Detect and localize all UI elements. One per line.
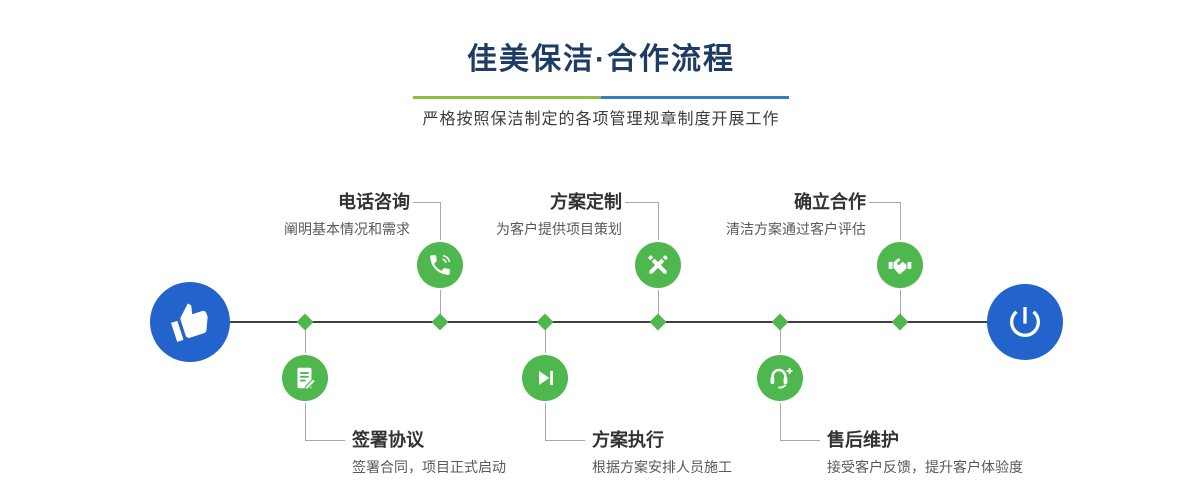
connector-line: [869, 202, 900, 203]
step-title: 售后维护: [827, 430, 899, 450]
connector-line: [413, 202, 440, 203]
step-label-contract: 签署协议 签署合同，项目正式启动: [352, 429, 506, 477]
step-node-phone: [417, 242, 463, 288]
step-node-execute: [522, 355, 568, 401]
connector-line: [305, 440, 345, 441]
step-title: 电话咨询: [338, 192, 410, 212]
step-label-handshake: 确立合作 清洁方案通过客户评估: [666, 191, 866, 239]
page-subtitle: 严格按照保洁制定的各项管理规章制度开展工作: [422, 111, 780, 128]
handshake-icon: [888, 258, 912, 275]
connector-line: [780, 440, 820, 441]
step-desc: 清洁方案通过客户评估: [726, 221, 866, 237]
step-desc: 阐明基本情况和需求: [284, 221, 410, 237]
design-pens-icon: [648, 255, 668, 274]
timeline-node-diamond: [891, 313, 909, 331]
play-execute-icon: [539, 370, 554, 386]
contract-sign-icon: [297, 367, 317, 391]
page-title: 佳美保洁·合作流程: [467, 43, 735, 76]
step-desc: 根据方案安排人员施工: [592, 459, 732, 475]
step-node-contract: [282, 355, 328, 401]
connector-line: [545, 440, 585, 441]
timeline-node-diamond: [649, 313, 667, 331]
timeline-end-node: [987, 284, 1063, 360]
step-title: 签署协议: [352, 430, 424, 450]
timeline-node-diamond: [431, 313, 449, 331]
timeline-node-diamond: [296, 313, 314, 331]
hand-like-icon: [171, 303, 208, 342]
title-divider: [413, 96, 789, 99]
step-label-design: 方案定制 为客户提供项目策划: [422, 191, 622, 239]
connector-line: [625, 202, 658, 203]
step-title: 确立合作: [794, 192, 866, 212]
divider-green-segment: [413, 96, 601, 99]
step-desc: 接受客户反馈，提升客户体验度: [827, 459, 1023, 475]
phone-icon: [430, 255, 451, 275]
step-title: 方案执行: [592, 430, 664, 450]
timeline-node-diamond: [536, 313, 554, 331]
step-node-handshake: [877, 242, 923, 288]
timeline-node-diamond: [771, 313, 789, 331]
divider-blue-segment: [601, 96, 789, 99]
step-title: 方案定制: [550, 192, 622, 212]
step-label-aftersales: 售后维护 接受客户反馈，提升客户体验度: [827, 429, 1023, 477]
step-label-phone: 电话咨询 阐明基本情况和需求: [210, 191, 410, 239]
step-node-design: [635, 242, 681, 288]
step-desc: 为客户提供项目策划: [496, 221, 622, 237]
timeline-axis: [190, 321, 1035, 323]
step-desc: 签署合同，项目正式启动: [352, 459, 506, 475]
step-node-aftersales: [757, 355, 803, 401]
customer-service-icon: [770, 368, 793, 389]
power-icon: [1010, 307, 1040, 337]
step-label-execute: 方案执行 根据方案安排人员施工: [592, 429, 732, 477]
timeline-start-node: [150, 282, 230, 362]
